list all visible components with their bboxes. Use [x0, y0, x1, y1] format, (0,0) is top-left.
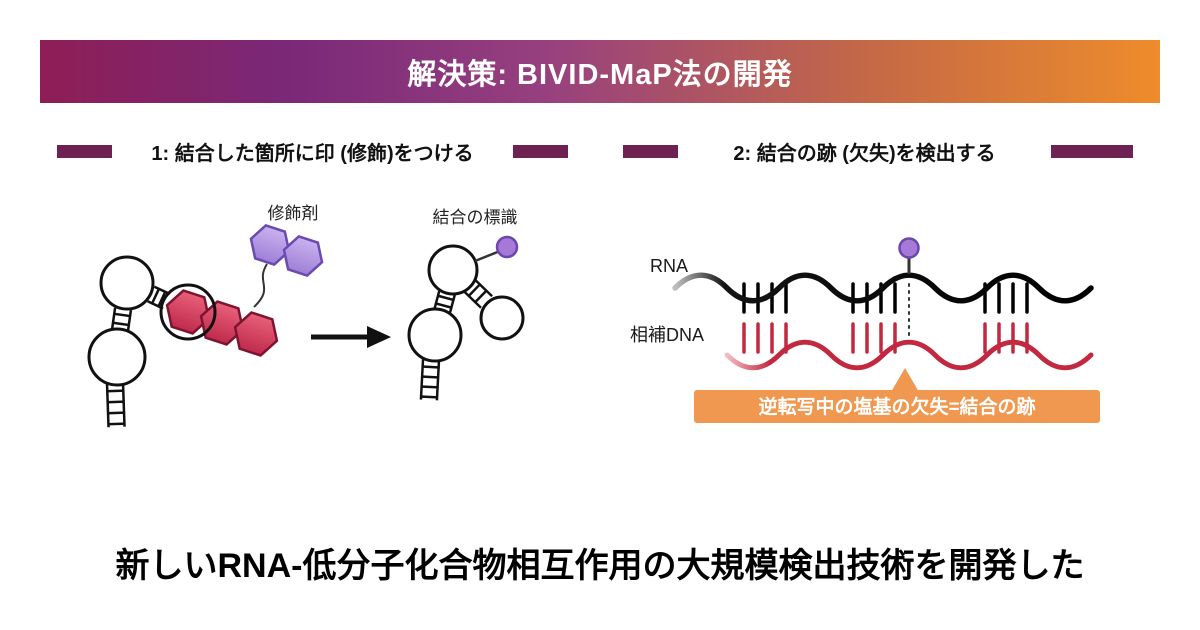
step2-header: 2: 結合の跡 (欠失)を検出する	[623, 140, 1133, 165]
modification-lollipop	[898, 237, 920, 274]
small-molecule-hexagons	[165, 289, 279, 357]
title-banner: 解決策: BIVID-MaP法の開発	[40, 40, 1160, 103]
stem-ladder	[433, 290, 456, 313]
stem-ladder	[110, 307, 133, 333]
binding-site-highlight	[159, 283, 217, 341]
rna-structure-after	[407, 244, 525, 401]
cdna-strand	[724, 339, 1094, 371]
stem-ladder	[105, 382, 126, 428]
step1-header: 1: 結合した箇所に印 (修飾)をつける	[57, 140, 568, 165]
cdna-strand-label: 相補DNA	[630, 325, 704, 345]
stem-ladder	[419, 359, 441, 401]
rna-loop	[87, 327, 147, 387]
accent-bar	[623, 144, 678, 158]
rna-loop	[99, 255, 155, 311]
rna-strand-label: RNA	[650, 256, 688, 276]
accent-bar	[1051, 144, 1133, 158]
rna-strand	[672, 272, 1094, 304]
stem-ladder	[463, 279, 493, 309]
mark-label: 結合の標識	[433, 208, 518, 227]
modification-mark	[474, 235, 519, 263]
rna-loop	[479, 295, 525, 341]
rna-structure-before	[87, 255, 171, 428]
rna-loop	[427, 244, 479, 296]
modification-diagram: 修飾剤	[87, 204, 525, 428]
accent-bar	[57, 144, 112, 158]
modifier-hexagons	[249, 224, 324, 277]
step1-label: 1: 結合した箇所に印 (修飾)をつける	[151, 142, 474, 165]
detection-diagram: RNA 相補DNA 逆転写中の塩基の欠失=結合の跡	[630, 237, 1100, 423]
reaction-arrow	[311, 326, 391, 348]
callout-pointer	[891, 368, 919, 392]
accent-bar	[513, 144, 568, 158]
step2-label: 2: 結合の跡 (欠失)を検出する	[733, 142, 996, 165]
conclusion-text: 新しいRNA-低分子化合物相互作用の大規模検出技術を開発した	[115, 547, 1085, 585]
modifier-label: 修飾剤	[268, 204, 319, 223]
banner-title: 解決策: BIVID-MaP法の開発	[407, 58, 793, 91]
rna-loop	[407, 307, 463, 363]
callout-text: 逆転写中の塩基の欠失=結合の跡	[758, 395, 1035, 418]
callout-box	[694, 390, 1100, 423]
modifier-connector	[253, 263, 268, 308]
